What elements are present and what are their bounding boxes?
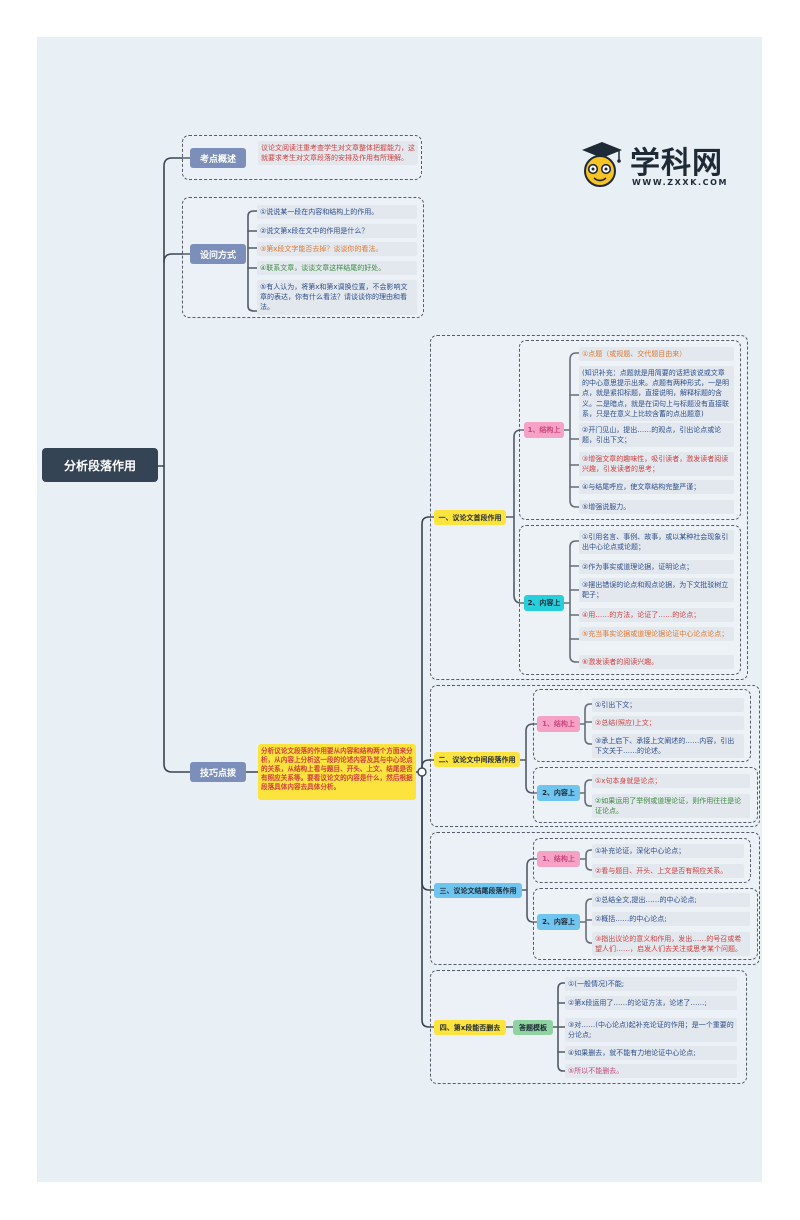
logo-url: WWW.ZXXK.COM	[632, 178, 729, 187]
s1-struct-item-5: ④与结尾呼应，使文章结构完整严谨；	[579, 480, 734, 495]
s4-item-3: ③对……(中心论点)起补充论证的作用；是一个重要的分论点;	[565, 1018, 737, 1043]
s2-content-item-2: ②如果运用了举例或道理论证，则作用往往是论证论点。	[592, 794, 750, 819]
s3-content-label[interactable]: 2、内容上	[537, 914, 580, 930]
s3-label[interactable]: 三、议论文结尾段落作用	[434, 883, 522, 898]
shewen-item-4: ④联系文章，谈谈文章这样结尾的好处。	[257, 261, 417, 276]
s3-struct-item-2: ②看与题目、开头、上文是否有照应关系。	[592, 864, 744, 879]
s2-struct-item-2: ②总结(照应)上文；	[592, 716, 744, 731]
s2-content-item-1: ①x句本身就是论点；	[592, 774, 750, 789]
mascot-icon	[582, 142, 622, 187]
s2-label[interactable]: 二、议论文中间段落作用	[434, 752, 520, 767]
logo-name: 学科网	[630, 146, 723, 181]
s1-content-item-4: ④用……的方法，论证了……的论点；	[579, 608, 734, 623]
s4-item-4: ④如果删去，就不能有力地论证中心论点;	[565, 1046, 737, 1061]
s4-item-1: ①(一般情况)不能;	[565, 977, 737, 992]
s1-content-item-5: ⑤充当事实论据或道理论据论证中心论点论点；	[579, 627, 734, 642]
s4-item-5: ⑤所以不能删去。	[565, 1064, 737, 1079]
shewen-item-1: ①说说某一段在内容和结构上的作用。	[257, 205, 417, 220]
jiqiao-label[interactable]: 技巧点拨	[190, 762, 246, 782]
s3-content-item-2: ②概括……的中心论点;	[592, 912, 750, 927]
kaodian-text: 议论文阅读注重考查学生对文章整体把握能力，这就要求考生对文章段落的安排及作用有所…	[258, 141, 418, 166]
root-topic[interactable]: 分析段落作用	[42, 448, 158, 482]
shewen-item-3: ③第x段文字能否去掉？谈谈你的看法。	[257, 242, 417, 257]
shewen-item-5: ⑤有人认为，将第x和第x调换位置，不会影响文章的表达，你有什么看法？请谈谈你的理…	[257, 280, 417, 315]
s4-item-2: ②第x段运用了……的论证方法，论述了……;	[565, 996, 737, 1011]
s1-struct-item-1: ①点题（或规题、交代题目由来）	[579, 347, 734, 362]
s1-content-item-3: ③摆出错误的论点和观点论据，为下文批驳树立靶子；	[579, 578, 734, 603]
s1-content-item-6: ⑥激发读者的阅读兴趣。	[579, 655, 734, 670]
shewen-item-2: ②说文第x段在文中的作用是什么？	[257, 224, 417, 239]
kaodian-label[interactable]: 考点概述	[190, 148, 246, 168]
logo: 学科网 WWW.ZXXK.COM	[578, 138, 758, 194]
s3-content-item-3: ③指出议论的意义和作用，发出……的号召或希望人们……，启发人们去关注或思考某个问…	[592, 932, 750, 957]
shewen-label[interactable]: 设问方式	[190, 244, 246, 264]
s1-struct-item-2: (知识补充：点题就是用简要的话把该说或文章的中心意思提示出来。点题有两种形式，一…	[579, 366, 734, 422]
s1-content-item-1: ①引用名言、事例、故事，或以某种社会现象引出中心论点或论题；	[579, 530, 734, 555]
s2-struct-item-1: ①引出下文；	[592, 698, 744, 713]
s4-label[interactable]: 四、第x段能否删去	[434, 1020, 506, 1035]
s1-struct-item-3: ②开门见山，提出……的观点，引出论点或论题，引出下文；	[579, 423, 734, 448]
jiqiao-summary: 分析议论文段落的作用要从内容和结构两个方面来分析，从内容上分析这一段的论述内容及…	[258, 744, 416, 800]
s3-struct-item-1: ①补充论证，深化中心论点；	[592, 844, 744, 859]
s2-content-label[interactable]: 2、内容上	[537, 785, 580, 801]
s1-content-item-2: ②作为事实或道理论据，证明论点；	[579, 560, 734, 575]
s4-template-label[interactable]: 答题模板	[513, 1020, 553, 1035]
s2-struct-label[interactable]: 1、结构上	[537, 716, 580, 732]
s1-struct-item-4: ③增强文章的趣味性，吸引读者，激发读者阅读兴趣，引发读者的思考；	[579, 452, 734, 477]
s1-struct-label[interactable]: 1、结构上	[524, 422, 564, 438]
s3-content-item-1: ①总结全文,提出……的中心论点;	[592, 893, 750, 908]
s1-label[interactable]: 一、议论文首段作用	[434, 510, 506, 525]
s1-content-label[interactable]: 2、内容上	[524, 595, 564, 611]
s2-struct-item-3: ③承上启下、承接上文阐述的……内容，引出下文关于……的论述。	[592, 734, 744, 759]
s1-struct-item-6: ⑤增强说服力。	[579, 500, 734, 515]
s3-struct-label[interactable]: 1、结构上	[537, 851, 580, 867]
